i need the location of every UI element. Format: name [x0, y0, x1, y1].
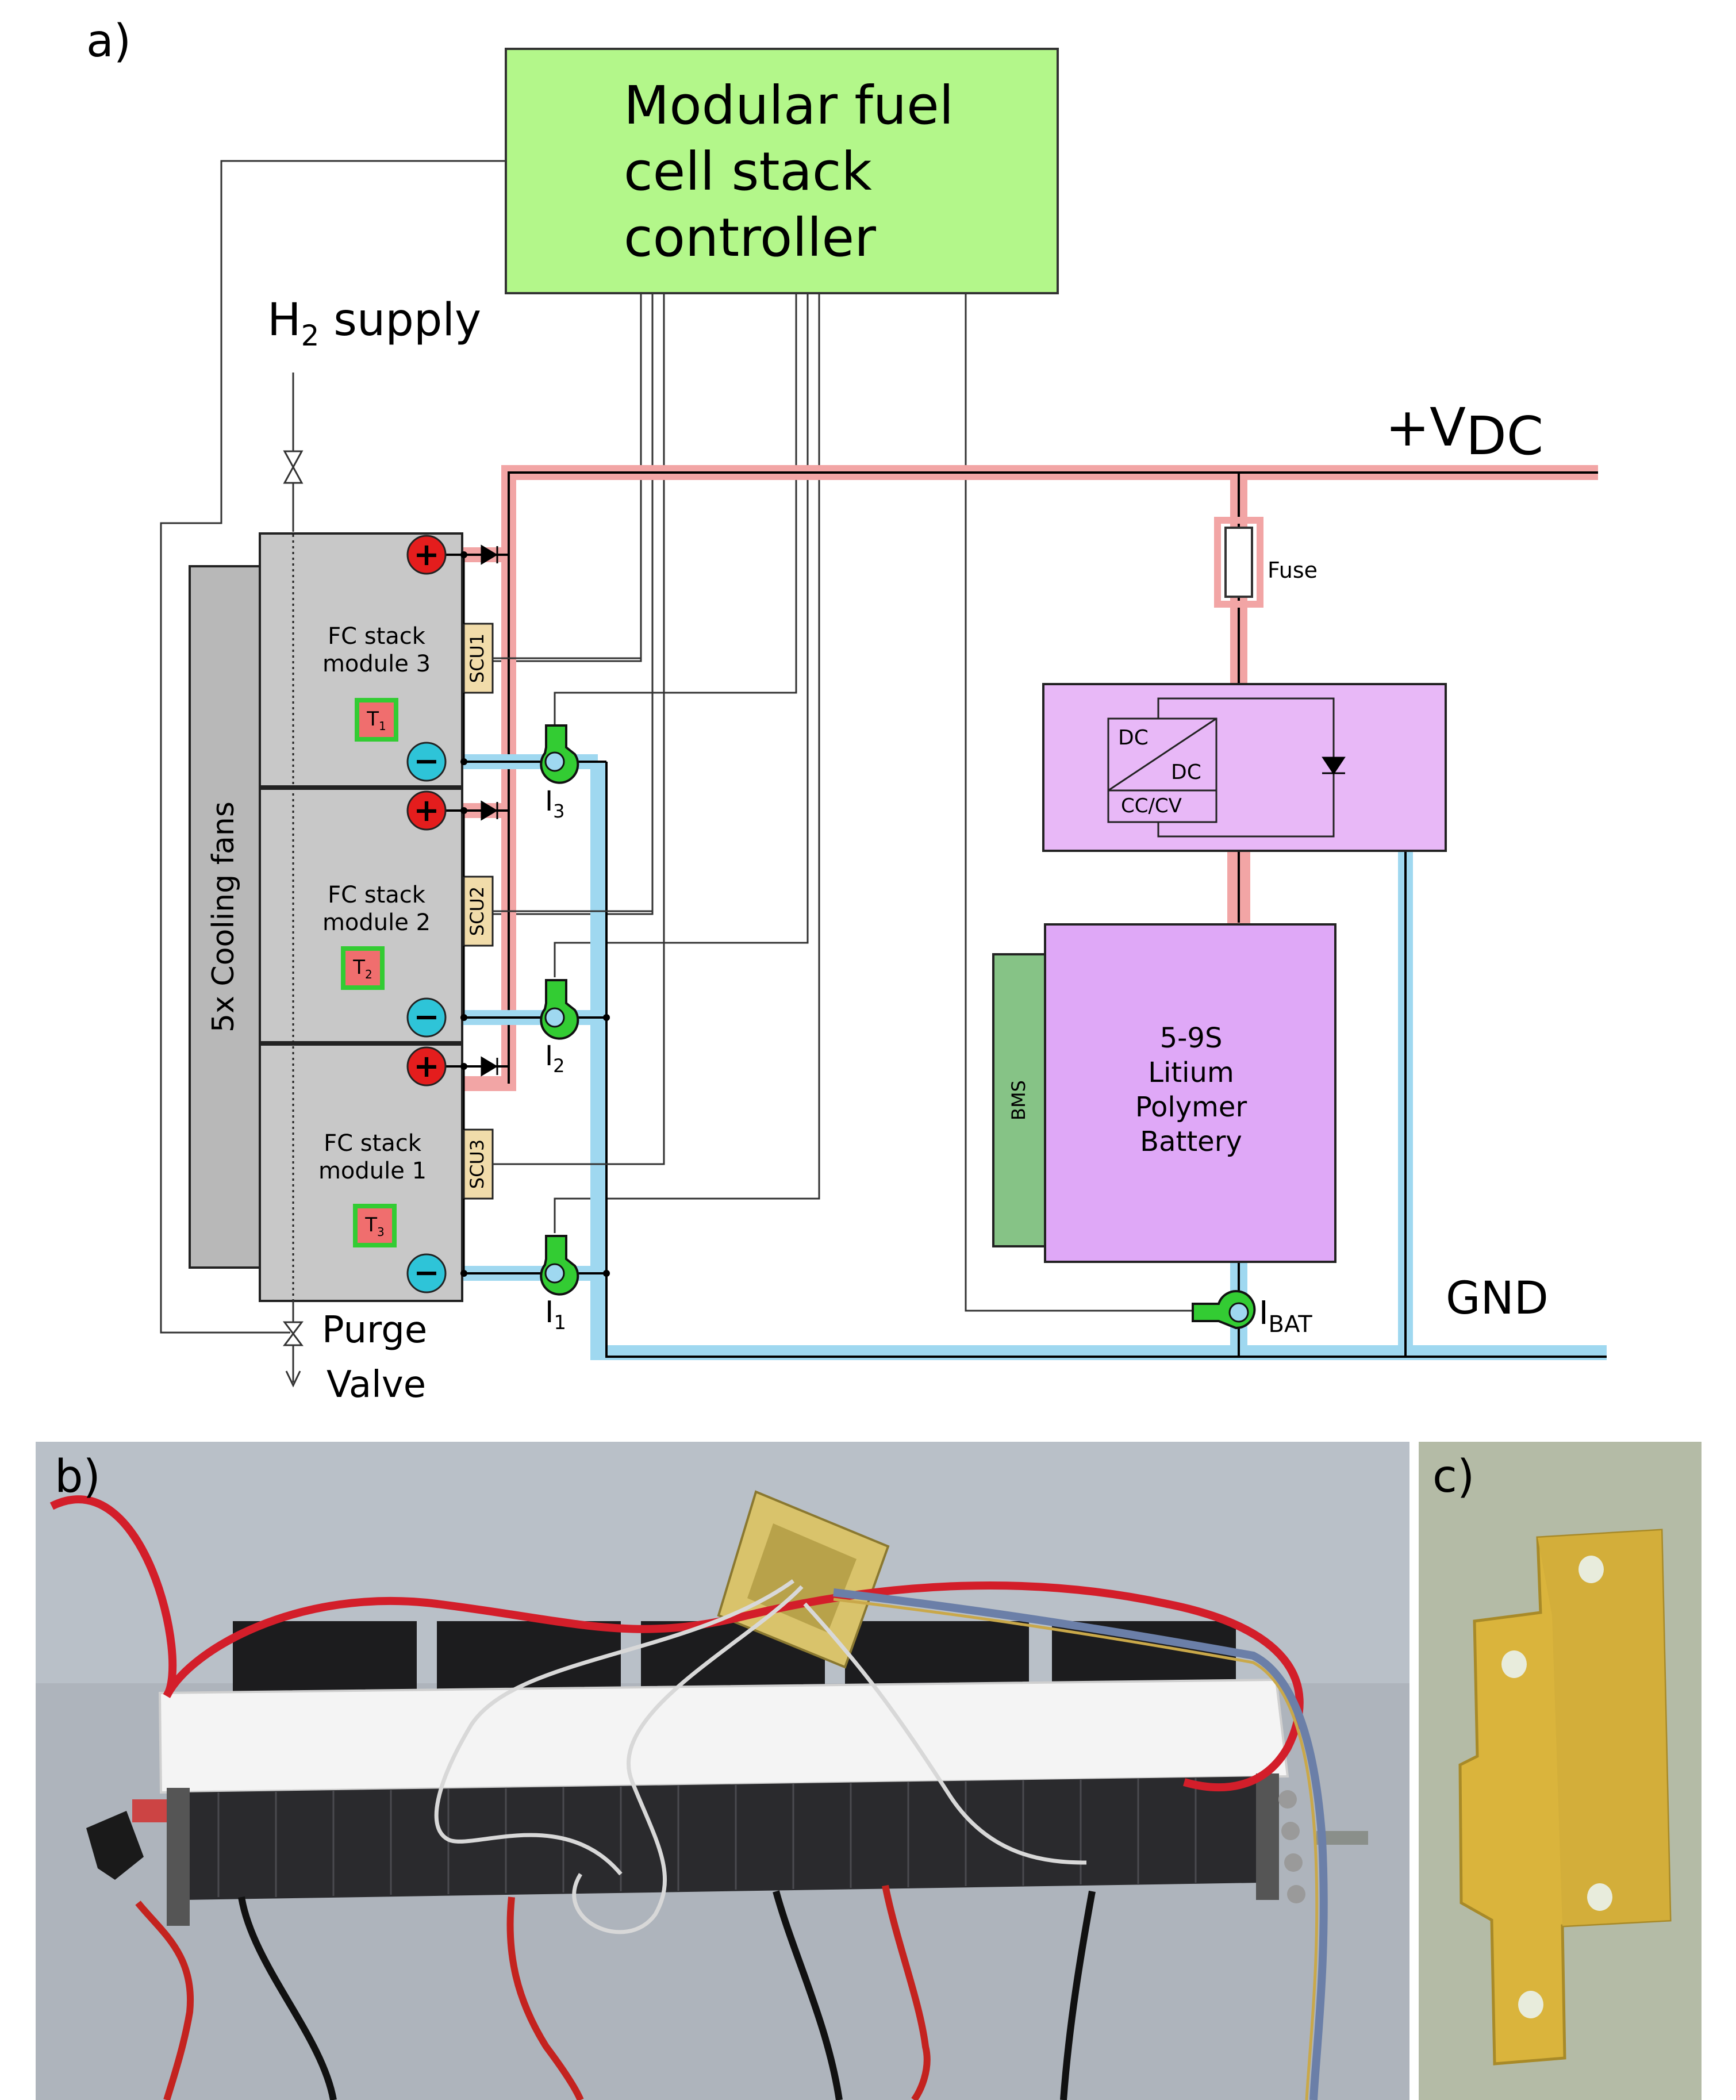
scu-1-label: SCU1	[466, 634, 488, 683]
current-sensor-i1: I1	[540, 1235, 579, 1334]
minus-terminal-icon	[406, 742, 447, 782]
battery-label-line4: Battery	[1140, 1126, 1242, 1158]
scu-2-label: SCU2	[466, 886, 488, 936]
battery-label-line1: 5-9S	[1160, 1022, 1223, 1054]
scu-3-label: SCU3	[466, 1139, 488, 1189]
fc-module-1: FC stack module 1 T3 SCU3	[318, 1128, 664, 1247]
plate-hole	[1578, 1556, 1604, 1583]
minus-terminal-icon	[406, 1253, 447, 1293]
ibat-label: IBAT	[1259, 1295, 1312, 1338]
current-sensor-i2: I2	[540, 979, 579, 1077]
gnd-label: GND	[1446, 1273, 1549, 1325]
minus-terminal-label: −	[413, 743, 439, 779]
purge-arrow-icon	[285, 1370, 301, 1388]
fc-stack	[259, 532, 463, 1302]
module-label-line2: module 2	[322, 909, 431, 936]
fuse-highlight	[1214, 517, 1263, 608]
converter-dc-top: DC	[1118, 726, 1149, 750]
minus-terminal-icon	[406, 997, 447, 1038]
white-cover	[158, 1678, 1289, 1794]
plate-hole	[1501, 1650, 1527, 1678]
panel-label-b: b)	[55, 1451, 101, 1503]
photo-plate	[1419, 1442, 1702, 2100]
purge-label-line2: Valve	[327, 1364, 426, 1406]
plus-terminal-label: +	[413, 536, 439, 573]
battery-box	[1044, 923, 1336, 1263]
fc-module-3: FC stack module 3 T1 SCU1	[322, 623, 641, 742]
cooling-fans-label: 5x Cooling fans	[206, 801, 241, 1032]
panel-label-c: c)	[1432, 1451, 1474, 1503]
diode-icon	[481, 1056, 498, 1077]
plus-terminal-icon	[406, 1046, 447, 1087]
current-sensor-i2-label: I2	[545, 1040, 565, 1077]
controller-label-line1: Modular fuel	[624, 75, 954, 136]
purge-label-line1: Purge	[322, 1309, 427, 1352]
temp-sensor-1	[355, 698, 398, 742]
controller-label-line2: cell stack	[624, 141, 873, 202]
current-sensor-i3: I3	[540, 724, 579, 822]
module-label-line2: module 3	[322, 651, 431, 677]
module-label-line1: FC stack	[328, 623, 426, 650]
bms-label: BMS	[1008, 1080, 1030, 1120]
plus-terminal-label: +	[413, 1048, 439, 1084]
photo-stack	[36, 1442, 1409, 2100]
minus-terminal-label: −	[413, 999, 439, 1035]
battery-label-line2: Litium	[1148, 1057, 1234, 1089]
converter-box	[1042, 683, 1447, 852]
current-sensor-i3-label: I3	[545, 785, 565, 822]
positive-terminals: + + +	[406, 535, 509, 1273]
h2-supply-label: H2 supply	[267, 294, 481, 352]
purge-valve-icon	[283, 1321, 304, 1346]
temp-sensor-1-label: T1	[366, 708, 386, 733]
battery-label-line3: Polymer	[1135, 1091, 1247, 1123]
diode-icon	[481, 544, 498, 565]
diode-icon	[481, 800, 498, 821]
module-label-line1: FC stack	[324, 1130, 422, 1157]
converter-dc-bottom: DC	[1171, 761, 1201, 784]
controller-box	[505, 48, 1059, 294]
negative-terminals: − − −	[406, 742, 467, 1293]
minus-terminal-label: −	[413, 1254, 439, 1291]
temp-sensor-3	[353, 1204, 397, 1247]
temp-sensor-2-label: T2	[352, 956, 372, 981]
bms-box	[992, 953, 1047, 1247]
controller-label-line3: controller	[624, 207, 876, 268]
panel-label-a: a)	[86, 16, 131, 67]
module-label-line1: FC stack	[328, 882, 426, 908]
plus-terminal-icon	[406, 790, 447, 831]
cooling-fans-box	[189, 565, 263, 1269]
dcdc-block	[1107, 717, 1217, 823]
plus-terminal-label: +	[413, 792, 439, 828]
converter-mode: CC/CV	[1121, 794, 1182, 817]
current-sensor-ibat: IBAT	[1192, 1290, 1312, 1338]
temp-sensor-2	[341, 946, 385, 990]
control-wires	[160, 160, 1193, 1334]
plus-terminal-icon	[406, 535, 447, 575]
h2-valve-icon	[283, 450, 304, 484]
vdc-label: +VDC	[1385, 397, 1543, 467]
plate-hole	[1587, 1883, 1612, 1911]
current-sensor-i1-label: I1	[545, 1295, 566, 1334]
converter-diode-icon	[1322, 757, 1346, 775]
fc-module-2: FC stack module 2 T2 SCU2	[322, 876, 652, 990]
fuse-symbol	[1224, 527, 1253, 598]
plate-hole	[1518, 1991, 1543, 2018]
module-label-line2: module 1	[318, 1158, 427, 1184]
negative-rail	[443, 754, 1607, 1360]
stack-body	[181, 1776, 1265, 1900]
fuse-label: Fuse	[1268, 558, 1318, 583]
temp-sensor-3-label: T3	[364, 1214, 385, 1239]
